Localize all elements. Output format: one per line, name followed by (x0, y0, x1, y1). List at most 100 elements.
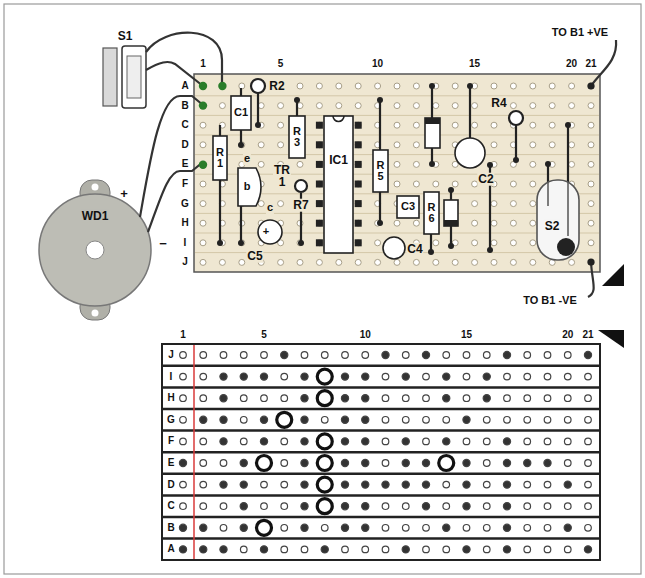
board-hole (278, 259, 284, 265)
solder-point (422, 481, 429, 488)
board-hole (564, 460, 571, 467)
track-break (317, 477, 332, 492)
solder-point (281, 351, 288, 358)
board-hole (297, 161, 303, 167)
row-letter: C (180, 120, 189, 131)
board-hole (510, 201, 516, 207)
row-letter: J (181, 257, 189, 268)
board-hole (443, 546, 450, 553)
solder-point (260, 546, 267, 553)
board-hole (564, 546, 571, 553)
solder-point (443, 373, 450, 380)
board-hole (195, 115, 599, 116)
board-hole (355, 103, 361, 109)
solder-point (463, 546, 470, 553)
board-hole (510, 240, 516, 246)
board-hole (321, 525, 328, 532)
board-hole (342, 352, 349, 359)
track-break (317, 434, 332, 449)
ic-pin (355, 141, 362, 148)
solder-joint (429, 83, 435, 89)
solder-point (463, 503, 470, 510)
column-number: 1 (179, 330, 187, 341)
link-wire (431, 86, 433, 118)
solder-joint (217, 240, 223, 246)
solder-point (443, 438, 450, 445)
board-hole (443, 352, 450, 359)
solder-point (564, 524, 571, 531)
board-hole (297, 83, 303, 89)
board-hole (588, 122, 594, 128)
board-hole (180, 373, 187, 380)
board-hole (200, 259, 206, 265)
solder-point (240, 503, 247, 510)
board-hole (423, 546, 430, 553)
solder-joint (467, 83, 473, 89)
board-hole (423, 438, 430, 445)
board-hole (336, 103, 342, 109)
board-hole (180, 503, 187, 510)
board-hole (382, 395, 389, 402)
board-hole (413, 220, 419, 226)
board-hole (355, 161, 361, 167)
board-hole (261, 352, 268, 359)
track-break (277, 412, 292, 427)
row-letter: H (166, 393, 175, 404)
board-hole (564, 438, 571, 445)
column-number: 15 (468, 59, 481, 70)
row-letter: J (167, 350, 175, 361)
board-hole (200, 438, 207, 445)
board-hole (239, 259, 245, 265)
ic-pin (355, 239, 362, 246)
ic-pin (316, 181, 323, 188)
part-name: S1 (117, 30, 134, 43)
board-hole (544, 395, 551, 402)
piezo-buzzer (92, 310, 99, 317)
solder-joint (377, 220, 383, 226)
link-wire (515, 125, 517, 160)
board-hole (588, 103, 594, 109)
board-hole (316, 161, 322, 167)
board-hole (258, 201, 264, 207)
solder-point (402, 481, 409, 488)
board-hole (382, 460, 389, 467)
solder-point (301, 416, 308, 423)
solder-point (301, 481, 308, 488)
wire-joint (199, 161, 207, 169)
board-hole (336, 83, 342, 89)
solder-joint (448, 243, 454, 249)
solder-point (443, 395, 450, 402)
board-hole (355, 122, 361, 128)
row-letter: E (181, 159, 190, 170)
board-hole (530, 240, 536, 246)
board-hole (180, 395, 187, 402)
board-hole (491, 240, 497, 246)
tilt-switch (537, 180, 579, 260)
ic-pin (316, 220, 323, 227)
track-break (317, 369, 332, 384)
diode-symbol (425, 118, 440, 148)
board-hole (443, 417, 450, 424)
row-letter: H (180, 218, 189, 229)
board-hole (413, 161, 419, 167)
board-hole (281, 460, 288, 467)
board-hole (504, 373, 511, 380)
board-hole (472, 240, 478, 246)
board-hole (316, 142, 322, 148)
part-name: C3 (400, 201, 416, 213)
resistor-symbol (289, 116, 305, 158)
slide-switch (103, 48, 117, 106)
solder-point (341, 416, 348, 423)
board-hole (530, 161, 536, 167)
board-hole (200, 201, 206, 207)
link-wire (567, 125, 569, 182)
solder-point (179, 546, 186, 553)
board-hole (588, 161, 594, 167)
board-hole (530, 220, 536, 226)
solder-point (544, 459, 551, 466)
board-hole (504, 395, 511, 402)
solder-point (341, 459, 348, 466)
board-hole (258, 161, 264, 167)
column-number: 5 (260, 330, 268, 341)
board-hole (452, 181, 458, 187)
